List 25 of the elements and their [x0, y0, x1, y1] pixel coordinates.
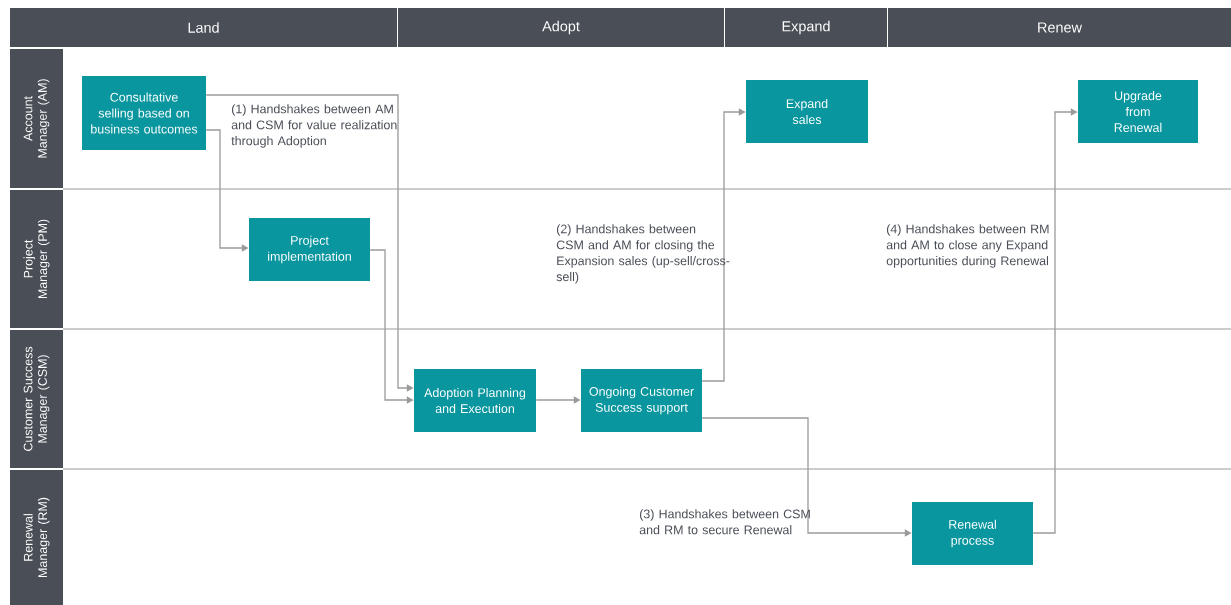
phase-header: Land — [10, 8, 397, 47]
process-box: Ongoing Customer Success support — [581, 369, 702, 432]
node-label: Adopt — [542, 20, 580, 35]
node-label: Project Manager (PM) — [23, 219, 50, 299]
node-label: Land — [188, 22, 219, 33]
node-label: Renewal Manager (RM) — [23, 497, 50, 577]
node-label: Expand — [782, 20, 830, 35]
process-box: Project implementation — [249, 218, 370, 281]
annotation-text: (2) Handshakes between CSM and AM for closing the Expansion sales (up-sell/cross-sell) — [556, 224, 730, 284]
node-label: Account Manager (AM) — [23, 79, 50, 158]
process-box: Adoption Planning and Execution — [414, 369, 536, 432]
lane-header: Account Manager (AM) — [10, 49, 63, 188]
annotation-text: (1) Handshakes between AM and CSM for value realization through Adoption — [231, 104, 397, 148]
node-label: Renew — [1038, 22, 1083, 33]
process-box: Consultative selling based on business outcomes — [82, 76, 206, 150]
node-label: Customer Success Manager (CSM) — [23, 346, 50, 451]
lane-header: Renewal Manager (RM) — [10, 470, 63, 605]
annotation-text: (4) Handshakes between RM and AM to close any Expand opportunities during Renewal — [886, 224, 1049, 268]
process-box: Upgrade from Renewal — [1078, 80, 1198, 143]
annotation-text: (3) Handshakes between CSM and RM to secure Renewal — [639, 509, 810, 535]
process-box: Renewal process — [912, 502, 1033, 565]
process-box: Expand sales — [746, 80, 868, 143]
lane-header: Project Manager (PM) — [10, 190, 63, 328]
lane-header: Customer Success Manager (CSM) — [10, 330, 63, 468]
phase-header: Expand — [725, 8, 887, 47]
